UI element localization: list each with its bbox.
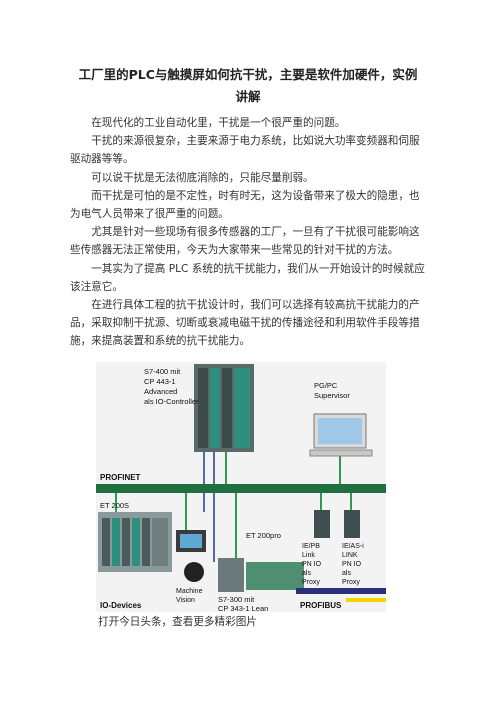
- paragraph: 在现代化的工业自动化里，干扰是一个很严重的问题。: [91, 117, 346, 129]
- machine-vision-label-1: Machine: [176, 588, 203, 595]
- s7-400-label-4: als IO-Controller: [144, 397, 199, 406]
- bus-links: [115, 452, 352, 562]
- s7-400-label-3: Advanced: [144, 387, 177, 396]
- ie-as-label-2: LINK: [342, 552, 358, 559]
- ie-as-label-1: IE/AS-i: [342, 543, 364, 550]
- arrow-links: [203, 452, 215, 562]
- ie-asi-link-device: [344, 510, 360, 538]
- ie-pb-label-1: IE/PB: [302, 543, 320, 550]
- pc-icon: [309, 413, 373, 457]
- et200pro-module: [246, 562, 304, 590]
- pc-label-1: PG/PC: [314, 381, 338, 390]
- s7-400-label-1: S7-400 mit: [144, 367, 181, 376]
- article-body: 在现代化的工业自动化里，干扰是一个很严重的问题。 干扰的来源很复杂，主要来源于电…: [70, 114, 426, 351]
- io-devices-label: IO-Devices: [100, 601, 142, 610]
- ie-pb-label-5: Proxy: [302, 579, 320, 586]
- network-diagram-figure: S7-400 mit CP 443-1 Advanced als IO-Cont…: [96, 362, 386, 612]
- paragraph: 可以说干扰是无法彻底消除的，只能尽量削弱。: [91, 171, 314, 184]
- s7-300-module: [218, 558, 244, 592]
- ie-pb-label-2: Link: [302, 552, 315, 559]
- asi-bus: [346, 598, 386, 602]
- title-line-2: 讲解: [235, 89, 261, 104]
- machine-vision-label-2: Vision: [176, 597, 195, 604]
- et200s-modules: [98, 512, 172, 572]
- et200s-label: ET 200S: [100, 501, 129, 510]
- title-line-1: 工厂里的PLC与触摸屏如何抗干扰，主要是软件加硬件，实例: [78, 67, 418, 82]
- profibus-label: PROFIBUS: [300, 601, 342, 610]
- ie-as-label-4: als: [342, 570, 351, 577]
- figure-caption: 打开今日头条，查看更多精彩图片: [98, 616, 257, 628]
- ie-as-label-3: PN IO: [342, 561, 362, 568]
- article-title: 工厂里的PLC与触摸屏如何抗干扰，主要是软件加硬件，实例 讲解: [70, 64, 426, 108]
- s7-300-label-2: CP 343-1 Lean: [218, 604, 268, 612]
- pc-label-2: Supervisor: [314, 391, 350, 400]
- camera-icon: [184, 562, 204, 582]
- paragraph: 干扰的来源很复杂，主要来源于电力系统，比如说大功率变频器和伺服驱动器等等。: [70, 135, 420, 166]
- s7-400-label-2: CP 443-1: [144, 377, 176, 386]
- ie-pb-label-3: PN IO: [302, 561, 322, 568]
- network-diagram: S7-400 mit CP 443-1 Advanced als IO-Cont…: [96, 364, 386, 612]
- paragraph: 一其实为了提高 PLC 系统的抗干扰能力，我们从一开始设计的时候就应该注意它。: [70, 262, 425, 293]
- paragraph: 而干扰是可怕的是不定性，时有时无，这为设备带来了极大的隐患，也为电气人员带来了很…: [70, 189, 420, 221]
- ie-pb-link-device: [314, 510, 330, 538]
- et200pro-label: ET 200pro: [246, 531, 281, 540]
- s7-300-label-1: S7-300 mit: [218, 595, 255, 604]
- ie-pb-label-4: als: [302, 570, 311, 577]
- profibus-bus: [296, 588, 386, 594]
- paragraph: 在进行具体工程的抗干扰设计时，我们可以选择有较高抗干扰能力的产品，采取抑制干扰源…: [70, 299, 420, 348]
- ie-as-label-5: Proxy: [342, 579, 360, 586]
- s7-400-rack: [194, 364, 254, 452]
- profinet-label: PROFINET: [100, 473, 141, 482]
- hmi-screen: [180, 534, 202, 548]
- paragraph: 尤其是针对一些现场有很多传感器的工厂，一旦有了干扰很可能影响这些传感器无法正常使…: [70, 226, 420, 257]
- profinet-bus: [96, 484, 386, 493]
